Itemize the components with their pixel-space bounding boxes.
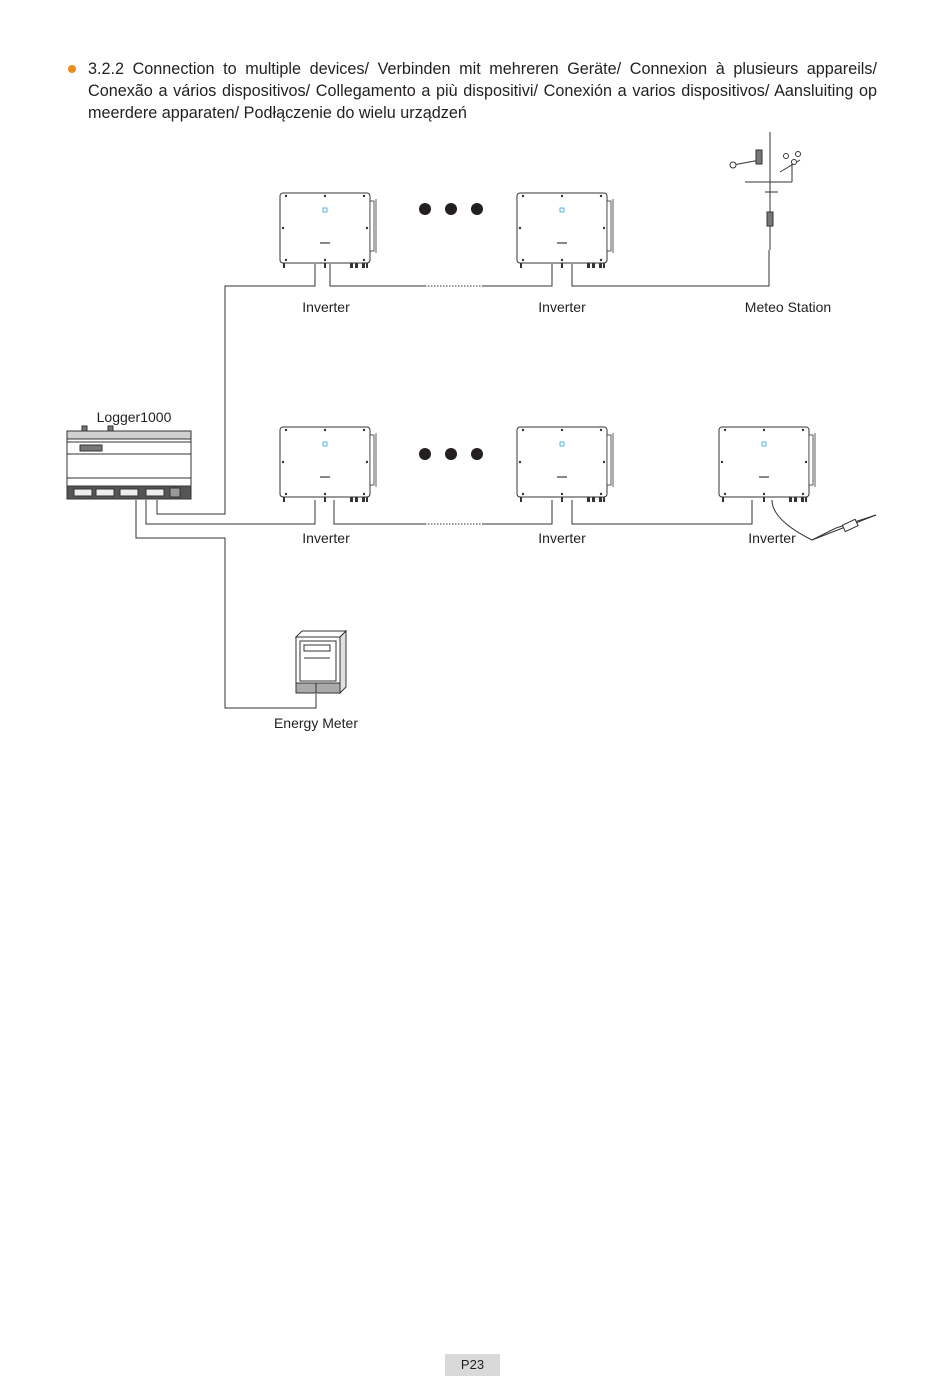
connection-lines (135, 250, 837, 709)
inverter-icon (279, 426, 377, 503)
ellipsis-icon (419, 448, 483, 460)
inverter-icon (718, 426, 816, 503)
ellipsis-icon (419, 203, 483, 215)
section-heading: 3.2.2 Connection to multiple devices/ Ve… (88, 60, 877, 122)
inverter-icon (279, 192, 377, 269)
terminating-resistor-icon (811, 514, 877, 541)
page-number: P23 (445, 1354, 500, 1376)
inverter-label: Inverter (302, 530, 350, 546)
inverter-label: Inverter (538, 530, 586, 546)
energy-meter-icon (294, 629, 348, 695)
inverter-icon (516, 192, 614, 269)
bullet-icon (68, 65, 76, 73)
inverter-label: Inverter (538, 299, 586, 315)
inverter-icon (516, 426, 614, 503)
logger-label: Logger1000 (97, 409, 172, 425)
inverter-label: Inverter (302, 299, 350, 315)
weather-station-icon (729, 132, 801, 250)
energy-meter-label: Energy Meter (274, 715, 358, 731)
meteo-station-label: Meteo Station (745, 299, 831, 315)
inverter-label: Inverter (748, 530, 796, 546)
logger-icon (66, 425, 192, 500)
